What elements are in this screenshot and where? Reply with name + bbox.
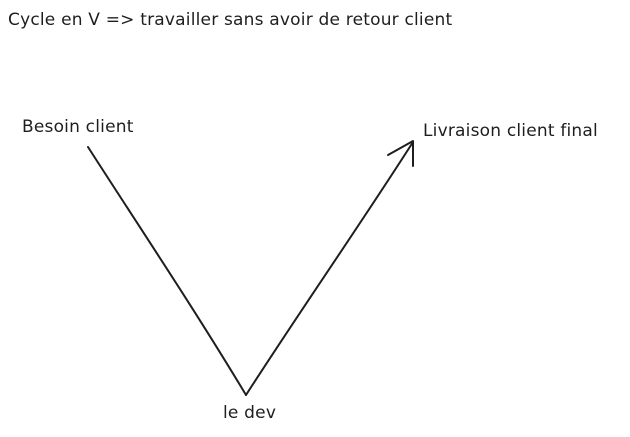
edge-dev-to-livraison [245, 141, 414, 396]
node-label-livraison-client-final: Livraison client final [423, 121, 598, 141]
edge-besoin-to-dev [87, 146, 247, 396]
node-label-le-dev: le dev [223, 403, 277, 423]
node-label-besoin-client: Besoin client [22, 117, 134, 137]
arrowhead-icon [387, 140, 414, 167]
diagram-title: Cycle en V => travailler sans avoir de r… [8, 10, 453, 30]
